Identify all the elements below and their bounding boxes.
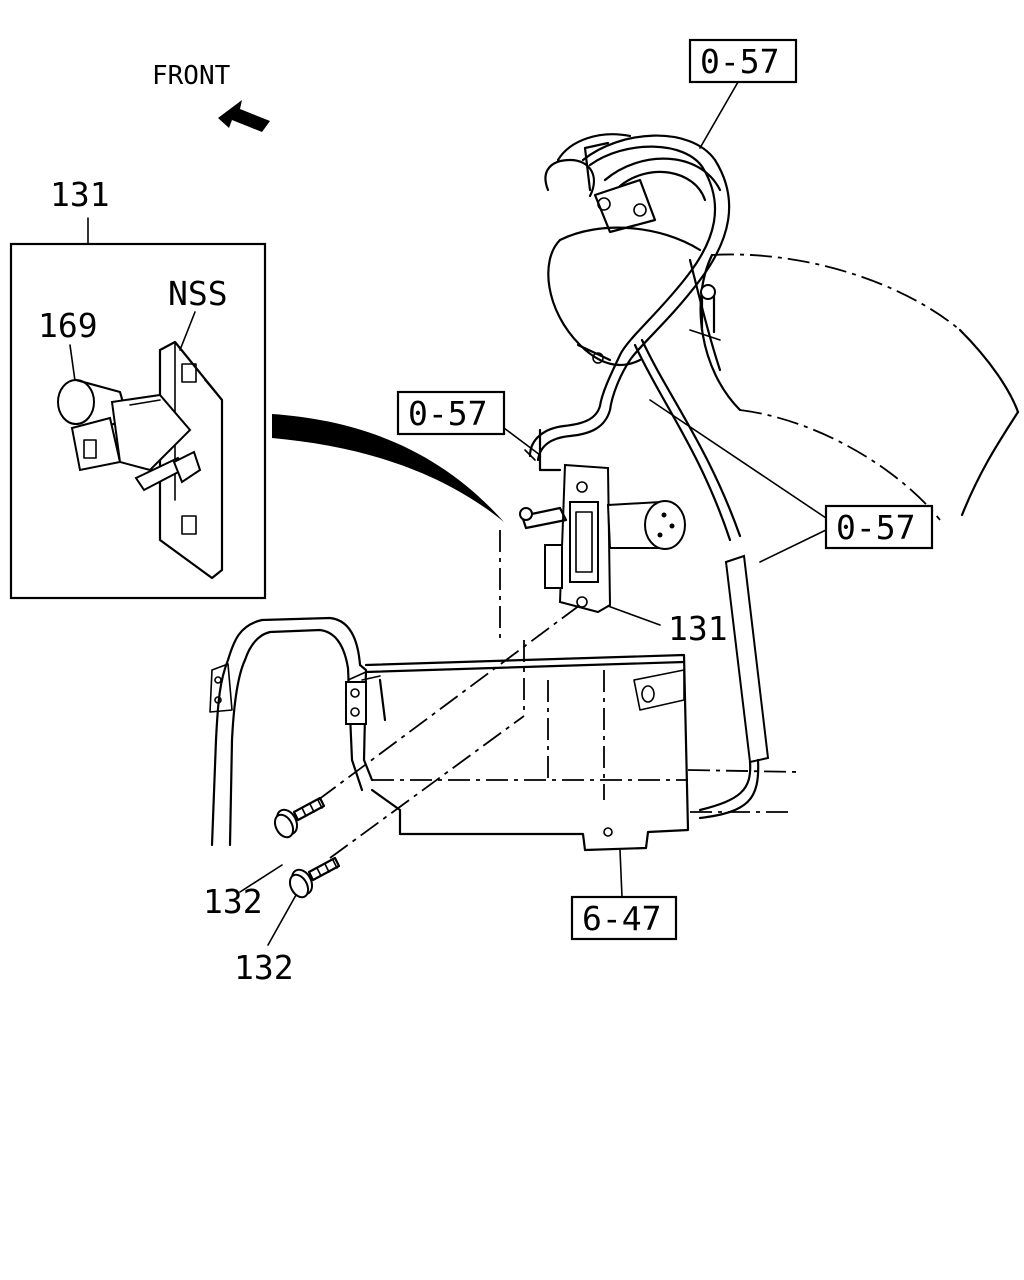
ref-label-top: 0-57 <box>700 42 779 81</box>
leader-ref-right <box>649 399 827 563</box>
bolt-132-b <box>288 856 341 899</box>
ref-label-mid: 0-57 <box>408 394 487 433</box>
leader-131 <box>607 605 661 626</box>
leader-132-b <box>267 894 297 946</box>
callout-131-main: 131 <box>668 609 728 648</box>
ref-label-right: 0-57 <box>836 508 915 547</box>
vacuum-switch <box>57 378 202 492</box>
leader-132-a <box>239 864 283 893</box>
ref-box-top[interactable]: 0-57 <box>688 38 798 84</box>
ref-box-bottom[interactable]: 6-47 <box>570 895 678 941</box>
callout-132-b: 132 <box>234 948 294 987</box>
engine-intake <box>544 133 1020 521</box>
callout-132-a: 132 <box>203 882 263 921</box>
vacuum-hose <box>528 134 770 820</box>
detail-inset: 131 NSS 169 <box>9 175 267 600</box>
switch-assembly <box>519 428 686 614</box>
callout-nss: NSS <box>168 274 228 313</box>
ref-box-mid[interactable]: 0-57 <box>396 390 506 436</box>
callout-169: 169 <box>38 306 98 345</box>
ref-label-bottom: 6-47 <box>582 899 661 938</box>
leader-ref-bottom <box>619 849 623 898</box>
bolt-132-a <box>273 796 326 839</box>
leader-ref-top <box>699 81 739 149</box>
ref-box-right[interactable]: 0-57 <box>824 504 934 550</box>
front-label: FRONT <box>152 61 231 91</box>
callout-131-inset: 131 <box>50 175 110 214</box>
body-frame <box>209 616 801 852</box>
front-arrow-icon <box>218 100 270 132</box>
detail-pointer <box>272 414 504 522</box>
